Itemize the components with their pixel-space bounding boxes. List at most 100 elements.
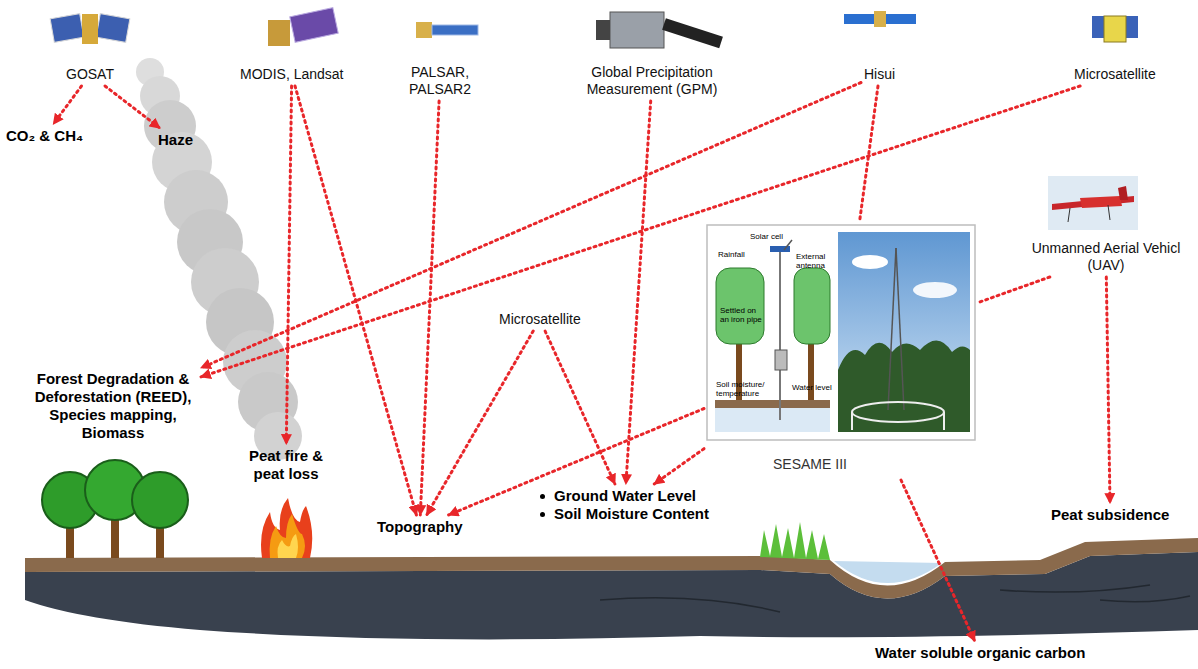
microsatellite-icon bbox=[1092, 16, 1104, 38]
node-text: Water soluble organic carbon bbox=[875, 644, 1085, 662]
target-label: Peat subsidence bbox=[1051, 506, 1169, 524]
sesame-panel bbox=[851, 412, 853, 430]
sesame-panel bbox=[715, 408, 830, 432]
target-list: Ground Water LevelSoil Moisture Content bbox=[540, 487, 709, 523]
satellite-label: Global Precipitation Measurement (GPM) bbox=[557, 64, 747, 98]
gpm-icon bbox=[596, 20, 610, 40]
sesame-panel bbox=[838, 232, 970, 432]
target-label: Haze bbox=[158, 131, 193, 149]
hisui-icon bbox=[874, 11, 886, 27]
palsar-icon bbox=[416, 22, 478, 38]
node-text: Ground Water Level bbox=[554, 487, 696, 505]
uav-icon bbox=[1048, 176, 1138, 230]
satellite-label: Microsatellite bbox=[499, 311, 581, 328]
node-text: MODIS, Landsat bbox=[240, 66, 344, 83]
gosat-icon bbox=[96, 14, 130, 43]
grass bbox=[760, 522, 830, 560]
dotted-arrow bbox=[53, 86, 81, 124]
node-text: Global Precipitation Measurement (GPM) bbox=[557, 64, 747, 98]
dotted-arrow bbox=[449, 409, 704, 516]
node-text: Topography bbox=[377, 518, 463, 536]
bullet-row: Soil Moisture Content bbox=[540, 505, 709, 523]
bullet-dot bbox=[540, 494, 545, 499]
microsatellite-icon bbox=[1104, 16, 1126, 42]
sesame-panel bbox=[943, 412, 945, 430]
sensor-label: Water level bbox=[792, 383, 832, 392]
node-text: Forest Degradation & Deforestation (REED… bbox=[28, 370, 198, 442]
satellite-label: Hisui bbox=[864, 66, 895, 83]
sesame-panel bbox=[888, 248, 896, 410]
peat-ground bbox=[25, 538, 1198, 639]
modis-icon bbox=[268, 8, 338, 46]
node-text: PALSAR, PALSAR2 bbox=[404, 64, 476, 98]
sesame-panel bbox=[715, 400, 830, 408]
sesame-panel bbox=[707, 225, 975, 440]
dotted-arrow bbox=[654, 449, 704, 484]
node-text: Microsatellite bbox=[1074, 66, 1156, 83]
node-text: CO₂ & CH₄ bbox=[6, 127, 83, 145]
palsar-icon bbox=[432, 25, 478, 35]
trees bbox=[42, 460, 188, 558]
microsatellite-icon bbox=[1092, 16, 1138, 42]
dotted-arrow bbox=[201, 86, 1080, 377]
smoke-plume bbox=[144, 100, 196, 152]
fire bbox=[261, 498, 312, 558]
bullet-dot bbox=[540, 512, 545, 517]
modis-icon bbox=[268, 20, 290, 46]
dotted-arrow bbox=[201, 83, 861, 368]
sesame-panel bbox=[838, 340, 970, 432]
gpm-icon bbox=[596, 12, 723, 48]
node-text: Hisui bbox=[864, 66, 895, 83]
fire bbox=[278, 534, 299, 558]
sesame-panel bbox=[707, 225, 975, 440]
target-label: Water soluble organic carbon bbox=[875, 644, 1085, 662]
sesame-panel bbox=[852, 402, 944, 422]
sensor-label: External antenna bbox=[796, 252, 836, 270]
modis-icon bbox=[290, 8, 338, 43]
peat-ground bbox=[834, 561, 942, 583]
trees bbox=[132, 472, 188, 528]
microsatellite-icon bbox=[1126, 16, 1138, 38]
grass bbox=[760, 522, 830, 560]
gosat-icon bbox=[82, 14, 98, 44]
node-text: Haze bbox=[158, 131, 193, 149]
satellite-label: Microsatellite bbox=[1074, 66, 1156, 83]
sesame-panel bbox=[716, 268, 764, 344]
sensor-label: Settled on an iron pipe bbox=[720, 306, 762, 324]
bullet-row: Ground Water Level bbox=[540, 487, 709, 505]
sesame-panel bbox=[784, 240, 792, 250]
target-label: Topography bbox=[377, 518, 463, 536]
node-text: GOSAT bbox=[66, 66, 114, 83]
station-box: SESAME III bbox=[707, 225, 977, 477]
dotted-arrow bbox=[1106, 277, 1110, 503]
sesame-panel bbox=[896, 248, 904, 410]
target-label: Peat fire & peat loss bbox=[236, 447, 336, 483]
dotted-arrow bbox=[626, 101, 651, 484]
satellite-label: PALSAR, PALSAR2 bbox=[404, 64, 476, 98]
dotted-arrow bbox=[980, 277, 1050, 302]
satellite-label: GOSAT bbox=[66, 66, 114, 83]
fire bbox=[270, 514, 305, 558]
uav-icon bbox=[1068, 208, 1070, 222]
node-text: Unmanned Aerial Vehicl (UAV) bbox=[1022, 240, 1190, 274]
gosat-icon bbox=[50, 14, 84, 43]
sesame-panel bbox=[775, 350, 787, 370]
sesame-panel bbox=[913, 282, 957, 298]
gosat-icon bbox=[50, 14, 130, 44]
uav-icon bbox=[1080, 196, 1122, 208]
uav-icon bbox=[1048, 176, 1138, 230]
sesame-panel bbox=[852, 255, 888, 269]
dotted-arrow bbox=[901, 480, 975, 641]
uav-label: Unmanned Aerial Vehicl (UAV) bbox=[1022, 240, 1190, 274]
sensor-label: Soil moisture/ temperature bbox=[716, 380, 772, 398]
sesame-panel bbox=[794, 268, 830, 344]
satellite-label: MODIS, Landsat bbox=[240, 66, 344, 83]
fire bbox=[261, 498, 312, 558]
dotted-arrow bbox=[420, 101, 439, 515]
target-label: Forest Degradation & Deforestation (REED… bbox=[28, 370, 198, 442]
dotted-arrow bbox=[105, 86, 160, 128]
sesame-panel bbox=[779, 250, 781, 420]
sensor-label: Solar cell bbox=[750, 232, 783, 241]
